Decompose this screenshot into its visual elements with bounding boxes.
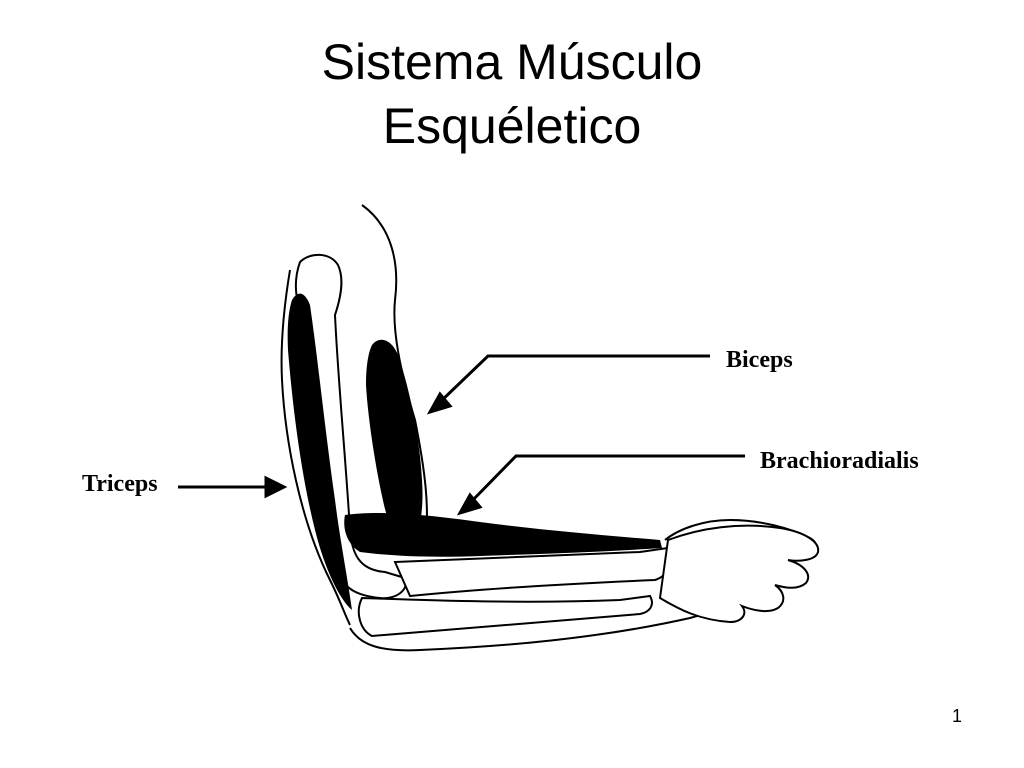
brachioradialis-muscle (344, 512, 662, 557)
biceps-muscle (366, 339, 423, 545)
brachioradialis-label: Brachioradialis (760, 448, 919, 474)
triceps-arrow (178, 475, 288, 499)
triceps-label: Triceps (82, 471, 158, 497)
slide-title: Sistema Músculo Esquéletico (0, 30, 1024, 158)
forearm-bones (357, 546, 673, 638)
upper-arm-outline (280, 204, 428, 626)
triceps-muscle (287, 293, 352, 610)
hand-fist (658, 524, 820, 624)
biceps-arrow (426, 354, 710, 415)
brachioradialis-arrow (456, 454, 745, 516)
page-number: 1 (951, 706, 962, 726)
biceps-label: Biceps (726, 347, 793, 373)
slide-title-line-2: Esquéletico (382, 98, 642, 154)
slide-title-line-1: Sistema Músculo (321, 34, 703, 90)
